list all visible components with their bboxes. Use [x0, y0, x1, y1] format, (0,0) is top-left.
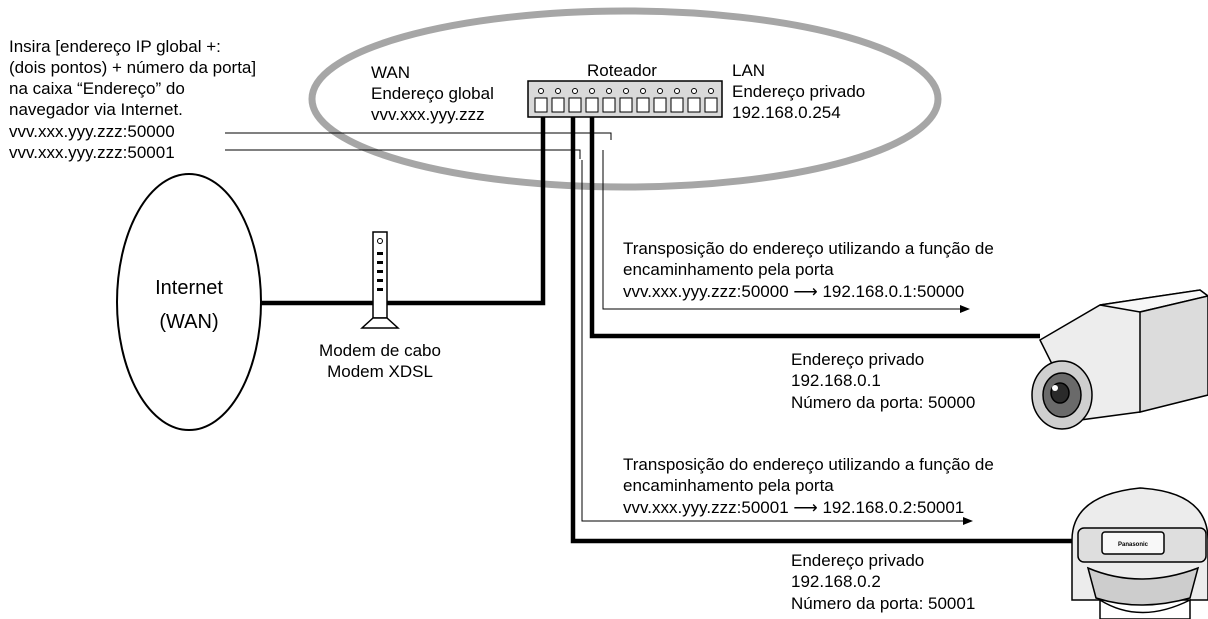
camera-1-cable: [592, 108, 1040, 336]
instruction-line-1: Insira [endereço IP global +:: [9, 37, 221, 56]
camera-2-ip: 192.168.0.2: [791, 572, 881, 591]
forward-2-line-1: Transposição do endereço utilizando a fu…: [623, 455, 994, 474]
forward-1-line-3: vvv.xxx.yyy.zzz:50000 ⟶ 192.168.0.1:5000…: [623, 282, 964, 301]
camera-2-private-label: Endereço privado: [791, 551, 924, 570]
instruction-line-4: navegador via Internet.: [9, 100, 183, 119]
camera-2-port: Número da porta: 50001: [791, 594, 975, 613]
forward-1-arrowhead: [960, 305, 970, 313]
lan-subtitle: Endereço privado: [732, 82, 865, 101]
internet-label: Internet: [155, 277, 223, 299]
modem-label-xdsl: Modem XDSL: [327, 362, 433, 381]
camera-1-port: Número da porta: 50000: [791, 393, 975, 412]
camera-1-private-label: Endereço privado: [791, 350, 924, 369]
url-1-line: [225, 133, 611, 140]
router-label: Roteador: [587, 61, 657, 80]
internet-label-wan: (WAN): [159, 311, 218, 333]
dome-camera-icon: [1072, 488, 1208, 619]
internet-cloud: [117, 174, 261, 430]
lan-address: 192.168.0.254: [732, 103, 841, 122]
instruction-line-2: (dois pontos) + número da porta]: [9, 58, 256, 77]
camera-1-ip: 192.168.0.1: [791, 371, 881, 390]
url-2-label: vvv.xxx.yyy.zzz:50001: [9, 143, 175, 162]
lan-title: LAN: [732, 61, 765, 80]
modem-label: Modem de cabo: [319, 341, 441, 360]
forward-2-line-3: vvv.xxx.yyy.zzz:50001 ⟶ 192.168.0.2:5000…: [623, 498, 964, 517]
wan-title: WAN: [371, 63, 410, 82]
modem-icon: [362, 232, 398, 328]
url-1-label: vvv.xxx.yyy.zzz:50000: [9, 122, 175, 141]
wan-cable: [261, 108, 543, 303]
forward-2-arrowhead: [963, 517, 973, 525]
forward-1-line-2: encaminhamento pela porta: [623, 260, 834, 279]
wan-subtitle: Endereço global: [371, 84, 494, 103]
instruction-line-3: na caixa “Endereço” do: [9, 79, 185, 98]
forward-1-line-1: Transposição do endereço utilizando a fu…: [623, 239, 994, 258]
router-icon: [528, 81, 722, 117]
box-camera-icon: [1032, 290, 1208, 429]
dome-camera-brand: Panasonic: [1118, 542, 1149, 548]
forward-2-line-2: encaminhamento pela porta: [623, 476, 834, 495]
wan-address: vvv.xxx.yyy.zzz: [371, 105, 485, 124]
